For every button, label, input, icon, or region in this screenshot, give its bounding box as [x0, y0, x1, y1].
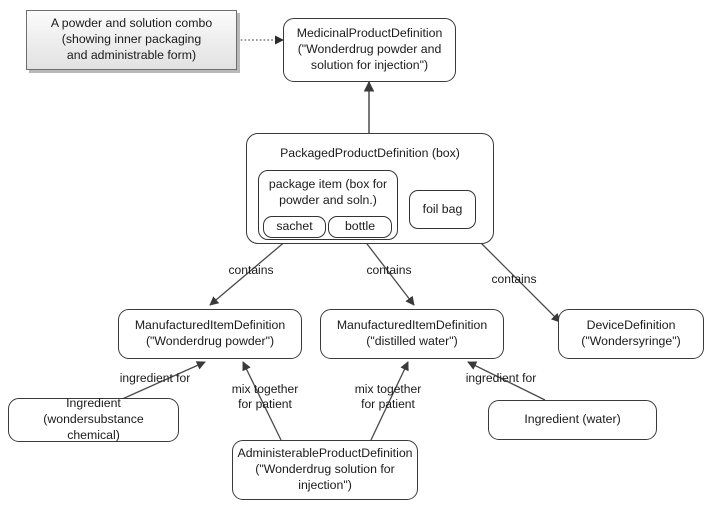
node-administerable-product-definition[interactable]: AdministerableProductDefinition ("Wonder… [232, 440, 418, 500]
edge-label-admin-mix-powder: mix together for patient [231, 382, 299, 412]
node-manufactured-item-wonderdrug-powder[interactable]: ManufacturedItemDefinition ("Wonderdrug … [118, 309, 302, 359]
note-powder-solution-combo: A powder and solution combo (showing inn… [26, 10, 237, 70]
node-ingredient-wondersubstance-chemical[interactable]: Ingredient (wondersubstance chemical) [8, 396, 179, 442]
edge-label-water-ingredient-for: ingredient for [465, 371, 537, 385]
node-bottle[interactable]: bottle [328, 216, 392, 238]
node-manufactured-item-distilled-water[interactable]: ManufacturedItemDefinition ("distilled w… [320, 309, 504, 359]
node-device-definition-wondersyringe[interactable]: DeviceDefinition ("Wondersyringe") [558, 309, 704, 359]
node-medicinal-product-definition[interactable]: MedicinalProductDefinition ("Wonderdrug … [283, 18, 456, 82]
node-ingredient-water[interactable]: Ingredient (water) [488, 400, 657, 440]
edge-label-bottle-contains: contains [366, 263, 412, 277]
edge-label-foilbag-contains: contains [491, 272, 537, 286]
node-foil-bag[interactable]: foil bag [409, 190, 476, 229]
node-sachet[interactable]: sachet [263, 216, 326, 238]
edge-label-chemical-ingredient-for: ingredient for [119, 371, 191, 385]
edge-label-sachet-contains: contains [228, 263, 274, 277]
edge-label-admin-mix-water: mix together for patient [354, 382, 422, 412]
